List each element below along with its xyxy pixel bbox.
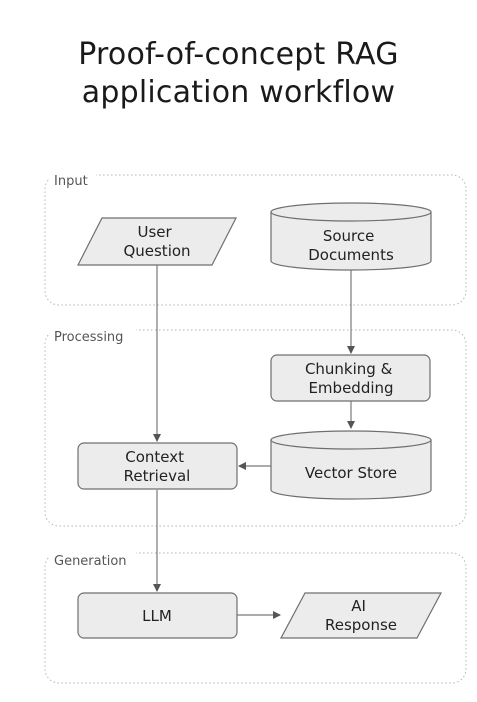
section-processing: Processing [44,325,467,527]
context-retrieval-label: Context Retrieval [124,448,191,485]
chunking-embedding-label: Chunking & Embedding [305,360,397,397]
diagram-title: Proof-of-concept RAG application workflo… [0,36,477,112]
section-generation: Generation [44,548,467,684]
node-user-question: User Question [77,217,237,266]
context-retrieval-shape [77,442,238,490]
node-source-documents: Source Documents [270,202,432,271]
section-input-label: Input [54,174,88,189]
source-documents-top [270,202,432,222]
node-context-retrieval: Context Retrieval [77,442,238,490]
ai-response-label: AI Response [325,597,397,634]
chunking-embedding-shape [270,354,431,402]
section-input-border [44,174,467,306]
source-documents-body [270,211,432,271]
source-documents-label: Source Documents [308,227,394,264]
node-chunking-embedding: Chunking & Embedding [270,354,431,402]
vector-store-top [270,430,432,450]
section-generation-border [44,552,467,684]
node-ai-response: AI Response [280,592,442,639]
section-processing-border [44,329,467,527]
section-generation-label: Generation [54,554,127,569]
title-line-1: Proof-of-concept RAG [78,37,399,72]
user-question-shape [77,217,237,266]
section-processing-label: Processing [54,330,123,345]
section-input: Input [44,170,467,306]
title-line-2: application workflow [81,75,396,110]
node-llm: LLM [77,592,238,639]
node-vector-store: Vector Store [270,430,432,500]
llm-shape [77,592,238,639]
user-question-label: User Question [123,223,190,260]
vector-store-label: Vector Store [305,464,397,482]
edges [153,265,355,619]
ai-response-shape [280,592,442,639]
vector-store-body [270,439,432,500]
llm-label: LLM [142,607,172,625]
